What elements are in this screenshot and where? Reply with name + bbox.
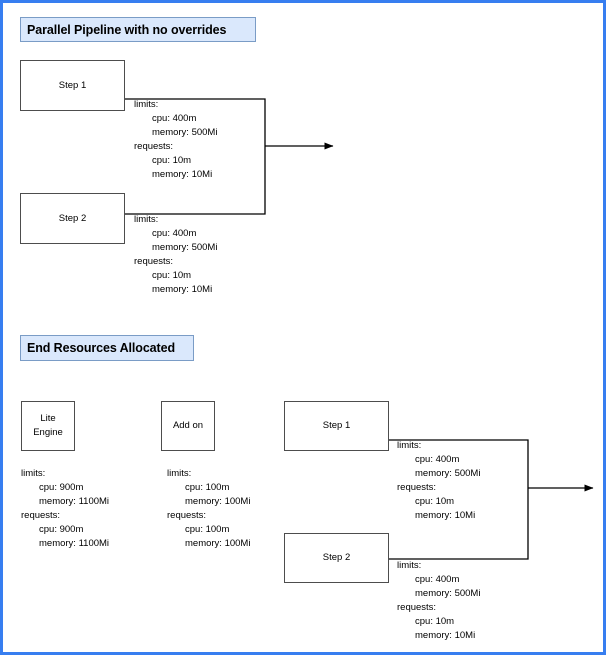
limits-label: limits:	[134, 99, 159, 110]
lite-engine-resources: limits: cpu: 900m memory: 1100Mi request…	[21, 467, 109, 552]
requests-memory: memory: 10Mi	[415, 510, 476, 522]
requests-memory: memory: 1100Mi	[39, 538, 110, 550]
limits-memory: memory: 1100Mi	[39, 496, 110, 508]
node-bottom-step-2-label: Step 2	[322, 552, 351, 564]
requests-memory: memory: 10Mi	[152, 169, 213, 181]
requests-label: requests:	[134, 141, 174, 153]
requests-label: requests:	[21, 510, 61, 522]
limits-cpu: cpu: 400m	[152, 113, 197, 125]
node-bottom-step-1[interactable]: Step 1	[284, 401, 389, 451]
node-bottom-step-1-label: Step 1	[322, 420, 351, 432]
requests-cpu: cpu: 100m	[185, 524, 230, 536]
requests-label: requests:	[397, 602, 437, 614]
requests-label: requests:	[134, 256, 174, 268]
requests-memory: memory: 10Mi	[415, 630, 476, 642]
requests-cpu: cpu: 10m	[152, 270, 192, 282]
limits-memory: memory: 500Mi	[152, 127, 218, 139]
requests-cpu: cpu: 10m	[152, 155, 192, 167]
top-step-1-resources: limits: cpu: 400m memory: 500Mi requests…	[134, 98, 217, 183]
parallel-pipeline-banner: Parallel Pipeline with no overrides	[20, 17, 256, 42]
end-resources-banner: End Resources Allocated	[20, 335, 194, 361]
limits-memory: memory: 500Mi	[152, 242, 218, 254]
node-top-step-1[interactable]: Step 1	[20, 60, 125, 111]
limits-memory: memory: 100Mi	[185, 496, 251, 508]
limits-label: limits:	[397, 440, 422, 451]
node-lite-engine-label: Lite Engine	[33, 412, 63, 440]
limits-memory: memory: 500Mi	[415, 588, 481, 600]
node-top-step-2[interactable]: Step 2	[20, 193, 125, 244]
requests-memory: memory: 10Mi	[152, 284, 213, 296]
limits-cpu: cpu: 400m	[415, 574, 460, 586]
add-on-resources: limits: cpu: 100m memory: 100Mi requests…	[167, 467, 250, 552]
requests-cpu: cpu: 10m	[415, 496, 455, 508]
limits-cpu: cpu: 900m	[39, 482, 84, 494]
node-add-on-label: Add on	[172, 420, 204, 432]
requests-memory: memory: 100Mi	[185, 538, 251, 550]
limits-label: limits:	[167, 468, 192, 479]
node-top-step-1-label: Step 1	[58, 79, 87, 91]
bottom-step-2-resources: limits: cpu: 400m memory: 500Mi requests…	[397, 559, 480, 644]
node-bottom-step-2[interactable]: Step 2	[284, 533, 389, 583]
node-lite-engine-label-line-2: Engine	[33, 427, 63, 438]
node-top-step-2-label: Step 2	[58, 212, 87, 224]
limits-memory: memory: 500Mi	[415, 468, 481, 480]
requests-label: requests:	[397, 482, 437, 494]
limits-cpu: cpu: 100m	[185, 482, 230, 494]
requests-cpu: cpu: 10m	[415, 616, 455, 628]
bottom-step-1-resources: limits: cpu: 400m memory: 500Mi requests…	[397, 439, 480, 524]
limits-cpu: cpu: 400m	[152, 228, 197, 240]
node-lite-engine-label-line-1: Lite	[40, 413, 56, 425]
limits-label: limits:	[134, 214, 159, 225]
node-lite-engine[interactable]: Lite Engine	[21, 401, 75, 451]
limits-label: limits:	[397, 560, 422, 571]
requests-label: requests:	[167, 510, 207, 522]
top-step-2-resources: limits: cpu: 400m memory: 500Mi requests…	[134, 213, 217, 298]
limits-cpu: cpu: 400m	[415, 454, 460, 466]
node-add-on[interactable]: Add on	[161, 401, 215, 451]
limits-label: limits:	[21, 468, 46, 479]
requests-cpu: cpu: 900m	[39, 524, 84, 536]
